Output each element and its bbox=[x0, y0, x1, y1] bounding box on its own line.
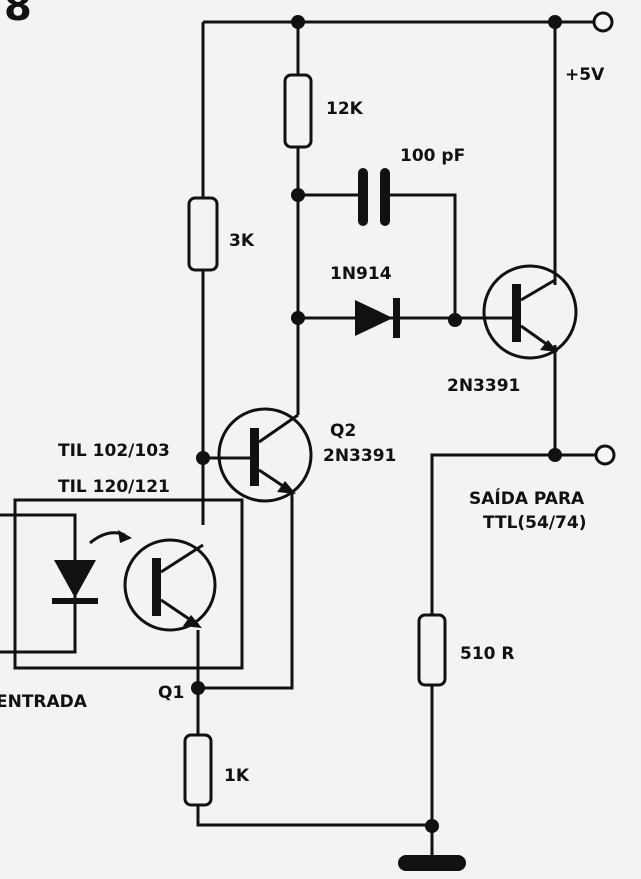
label-q3-type: 2N3391 bbox=[447, 376, 520, 396]
junction-dots bbox=[191, 15, 562, 833]
label-5v: +5V bbox=[565, 65, 605, 85]
label-entrada: ENTRADA bbox=[0, 692, 88, 712]
ground-symbol bbox=[398, 855, 466, 871]
label-til-120: TIL 120/121 bbox=[58, 477, 170, 497]
resistor-510r bbox=[417, 613, 447, 687]
label-til-102: TIL 102/103 bbox=[58, 441, 170, 461]
output-terminal bbox=[594, 444, 616, 466]
supply-terminal bbox=[592, 11, 614, 33]
label-1n914: 1N914 bbox=[330, 264, 392, 284]
capacitor-100pf bbox=[358, 168, 390, 226]
label-12k: 12K bbox=[326, 99, 364, 119]
label-saida: SAÍDA PARA bbox=[469, 487, 585, 509]
label-q1: Q1 bbox=[158, 683, 184, 703]
label-ttl: TTL(54/74) bbox=[483, 513, 586, 533]
transistor-q2 bbox=[217, 407, 313, 503]
transistor-q3 bbox=[482, 264, 578, 360]
resistor-12k bbox=[283, 73, 313, 149]
optocoupler bbox=[13, 498, 244, 670]
label-q2-type: 2N3391 bbox=[323, 446, 396, 466]
label-100pf: 100 pF bbox=[400, 146, 465, 166]
label-1k: 1K bbox=[224, 766, 250, 786]
diode-1n914 bbox=[355, 298, 400, 338]
label-q2: Q2 bbox=[330, 421, 356, 441]
label-3k: 3K bbox=[229, 231, 255, 251]
figure-number: 8 bbox=[4, 0, 32, 30]
label-510r: 510 R bbox=[460, 644, 515, 664]
resistor-3k bbox=[187, 196, 219, 272]
resistor-1k bbox=[183, 733, 213, 807]
